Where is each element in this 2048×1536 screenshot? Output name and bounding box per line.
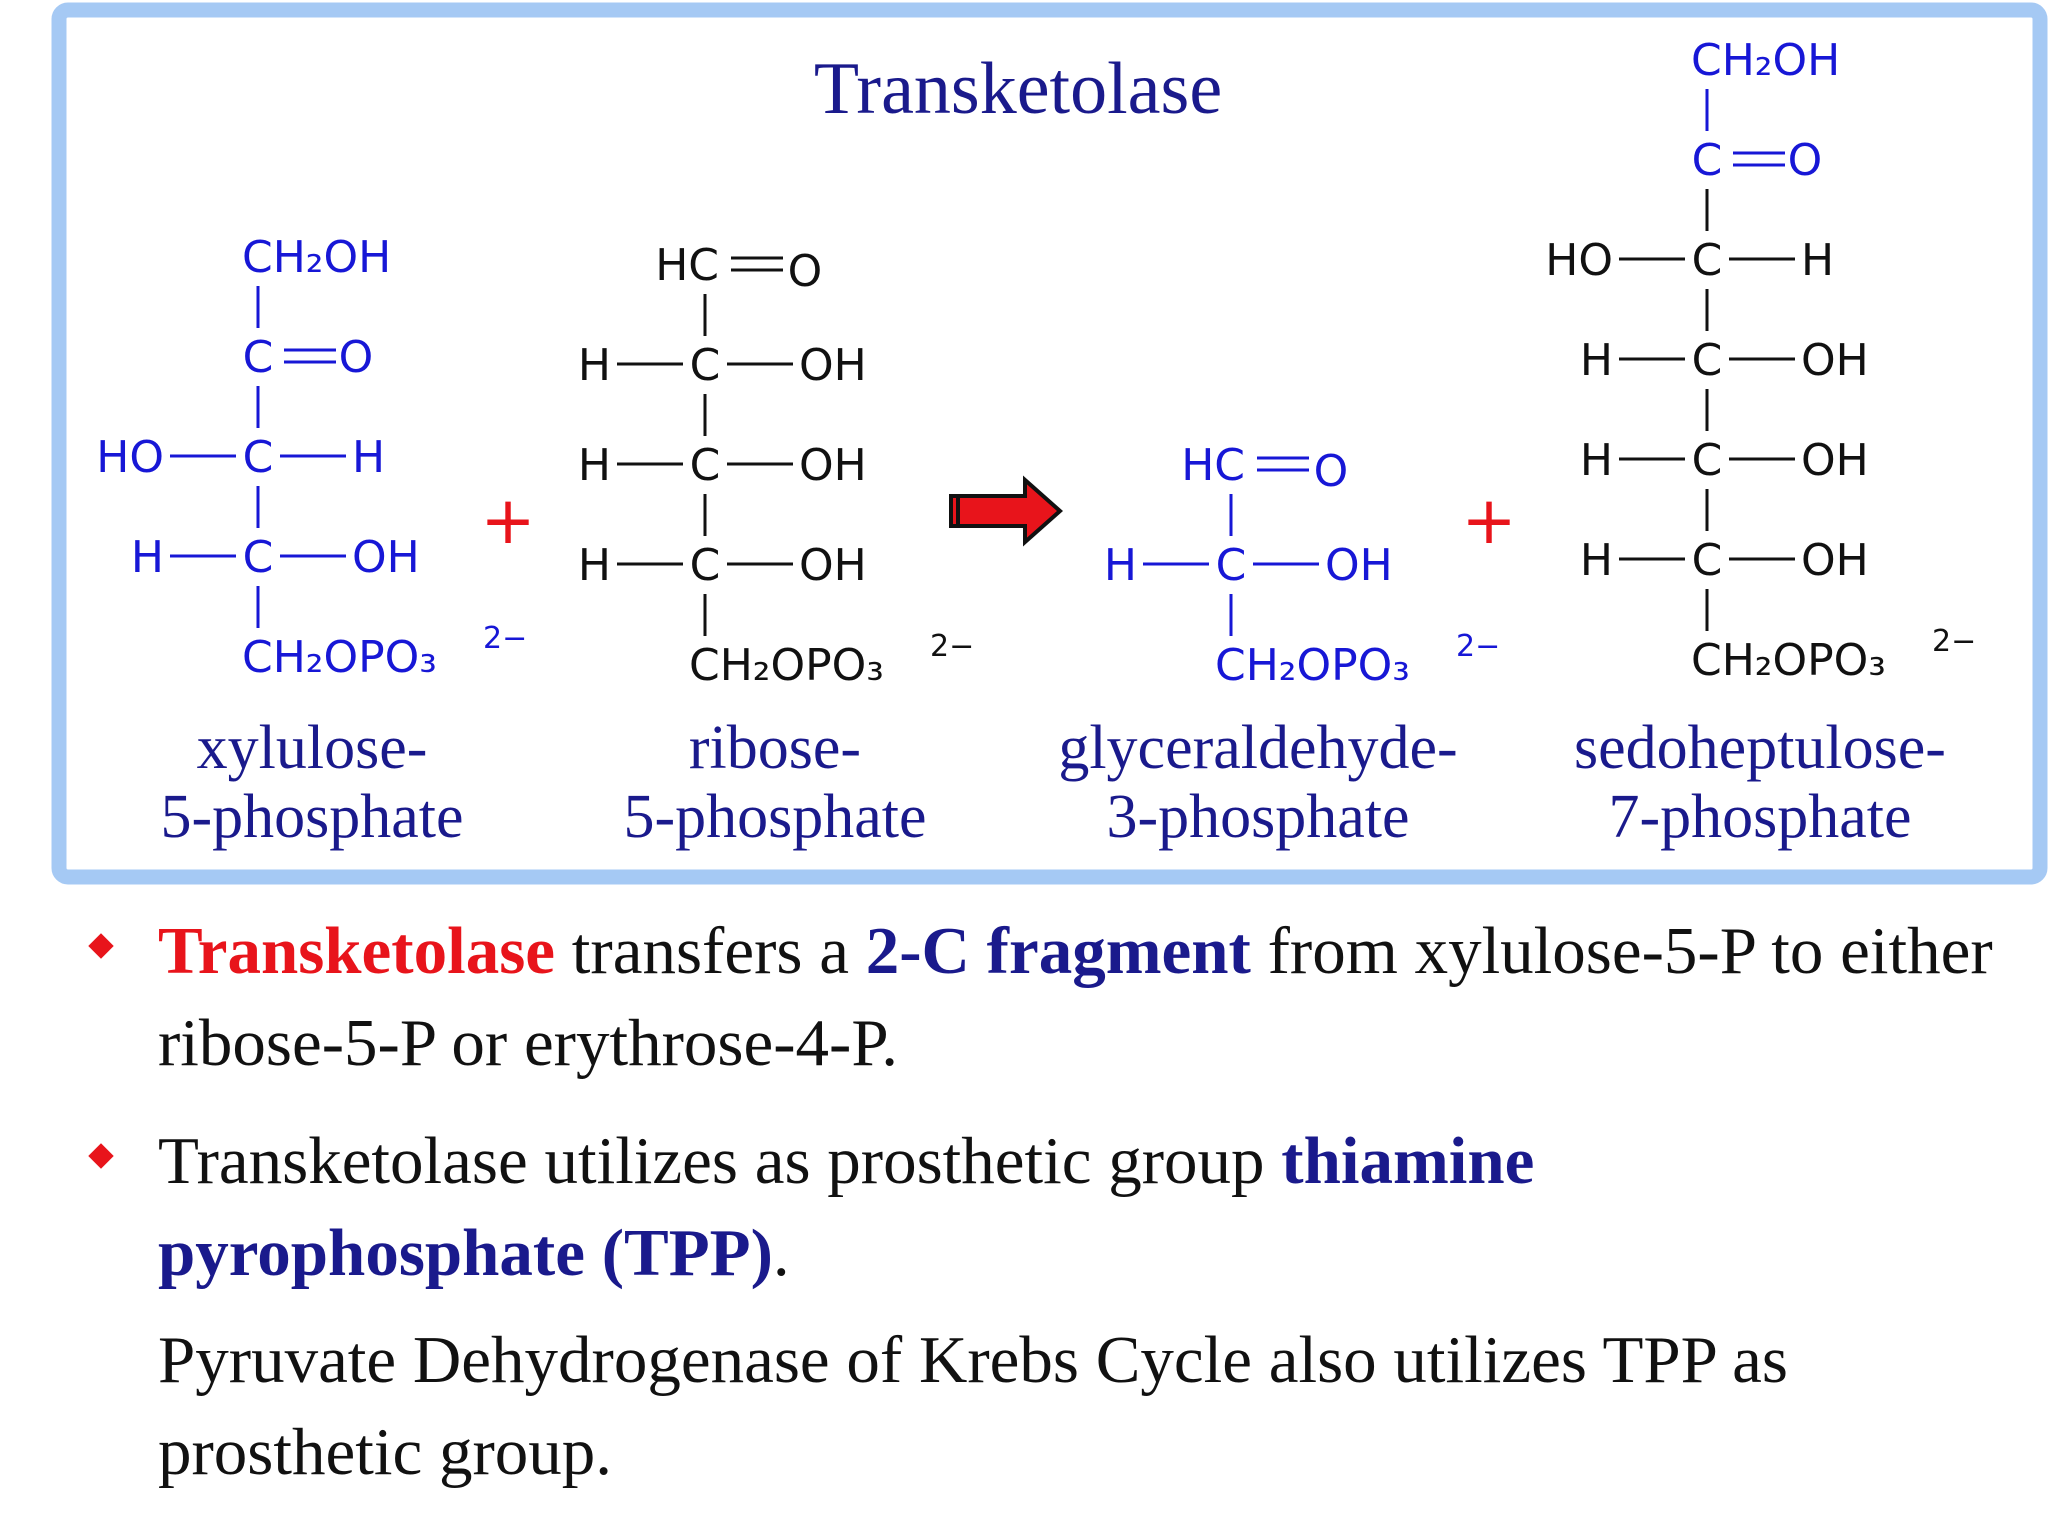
bullet-diamond-icon	[88, 1143, 114, 1169]
plus-sign-2: +	[1461, 482, 1516, 559]
molecule-name-xylulose: xylulose-	[197, 714, 428, 782]
chem-substituent: OH	[1801, 335, 1869, 386]
chem-atom: C	[690, 340, 721, 391]
molecule-name-ribose: 5-phosphate	[623, 783, 926, 851]
chem-atom: O	[788, 246, 823, 297]
chem-atom: C	[243, 432, 274, 483]
chem-substituent: H	[131, 532, 164, 583]
chem-atom: O	[1788, 135, 1823, 186]
molecule-name-g3p: 3-phosphate	[1106, 783, 1409, 851]
bullet-2-text-a: Transketolase utilizes as prosthetic gro…	[158, 1124, 1282, 1198]
chem-atom: C	[1692, 235, 1723, 286]
chem-substituent: H	[1801, 235, 1834, 286]
bullet-2: Transketolase utilizes as prosthetic gro…	[158, 1115, 1898, 1299]
diagram-title: Transketolase	[814, 48, 1222, 130]
chem-atom: C	[1692, 335, 1723, 386]
bullet-2-emph: thiamine pyrophosphate (TPP)	[158, 1124, 1535, 1290]
bullet-1-term: Transketolase	[158, 914, 556, 988]
chem-label: CH₂OPO₃	[242, 632, 437, 683]
chem-atom: C	[1692, 535, 1723, 586]
plus-sign-1: +	[480, 482, 535, 559]
bullet-1: Transketolase transfers a 2-C fragment f…	[158, 905, 2018, 1089]
chem-label: CH₂OPO₃	[689, 640, 884, 691]
molecule-name-s7p: 7-phosphate	[1608, 783, 1911, 851]
chem-substituent: OH	[799, 340, 867, 391]
chem-label: CH₂OH	[242, 232, 391, 283]
chem-substituent: HO	[96, 432, 164, 483]
chem-charge: 2−	[1932, 624, 1976, 659]
chem-label: CH₂OPO₃	[1215, 640, 1410, 691]
bullet-1-emph: 2-C fragment	[865, 914, 1251, 988]
chem-atom: O	[339, 332, 374, 383]
chem-label: CH₂OPO₃	[1691, 635, 1886, 686]
chem-substituent: OH	[799, 440, 867, 491]
chem-label: CH₂OH	[1691, 35, 1840, 86]
chem-charge: 2−	[930, 629, 974, 664]
chem-substituent: H	[352, 432, 385, 483]
chem-atom: O	[1314, 446, 1349, 497]
chem-substituent: OH	[1801, 435, 1869, 486]
chem-substituent: H	[578, 440, 611, 491]
chem-charge: 2−	[483, 621, 527, 656]
chem-atom: C	[243, 332, 274, 383]
diagram-frame	[51, 2, 2048, 885]
chem-atom: C	[1692, 435, 1723, 486]
chem-substituent: H	[1580, 335, 1613, 386]
molecule-name-g3p: glyceraldehyde-	[1058, 714, 1457, 782]
bullet-1-text-a: transfers a	[555, 914, 866, 988]
bullet-2-text-b: .	[772, 1216, 790, 1290]
chem-substituent: H	[1580, 535, 1613, 586]
chem-atom: C	[690, 540, 721, 591]
chem-atom: C	[1692, 135, 1723, 186]
chem-substituent: H	[1580, 435, 1613, 486]
chem-atom: HC	[1181, 440, 1245, 491]
chem-substituent: OH	[1801, 535, 1869, 586]
chem-substituent: H	[1104, 540, 1137, 591]
molecule-name-ribose: ribose-	[689, 714, 861, 782]
reaction-arrow-icon	[949, 475, 1064, 547]
chem-substituent: OH	[352, 532, 420, 583]
chem-substituent: OH	[1325, 540, 1393, 591]
chem-atom: C	[243, 532, 274, 583]
bullet-diamond-icon	[88, 933, 114, 959]
molecule-name-s7p: sedoheptulose-	[1574, 714, 1946, 782]
chem-charge: 2−	[1456, 629, 1500, 664]
chem-atom: HC	[655, 240, 719, 291]
bullet-1-text-b: from xylulose-5-P to either ribose-5-P o…	[158, 914, 1993, 1080]
chem-substituent: OH	[799, 540, 867, 591]
chem-atom: C	[690, 440, 721, 491]
note-text: Pyruvate Dehydrogenase of Krebs Cycle al…	[158, 1323, 1788, 1489]
chem-atom: C	[1216, 540, 1247, 591]
chem-substituent: H	[578, 340, 611, 391]
chem-substituent: H	[578, 540, 611, 591]
molecule-name-xylulose: 5-phosphate	[160, 783, 463, 851]
chem-substituent: HO	[1545, 235, 1613, 286]
